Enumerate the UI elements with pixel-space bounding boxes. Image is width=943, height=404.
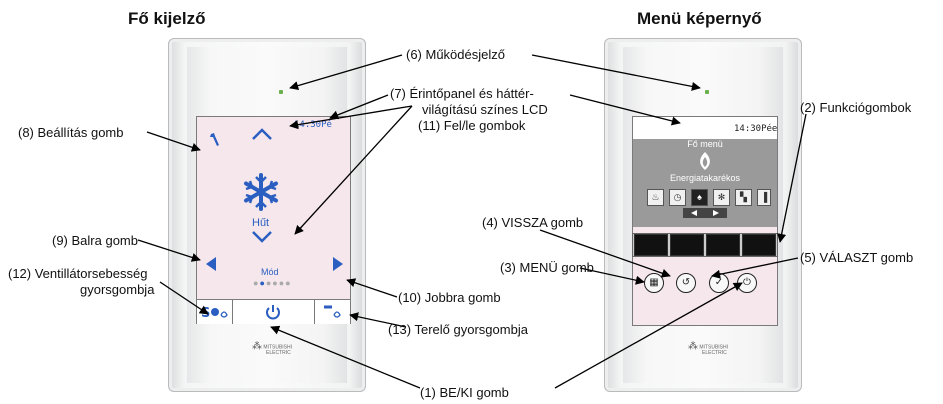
- clock-menu-icon[interactable]: ◷: [669, 189, 686, 206]
- energy-menu-icon[interactable]: ♠: [691, 189, 708, 206]
- menu-screen-title: Menü képernyő: [637, 9, 762, 28]
- label-setting-button: (8) Beállítás gomb: [18, 125, 124, 140]
- menu-icon-1[interactable]: ♨: [647, 189, 664, 206]
- snowflake-icon: [244, 173, 278, 211]
- mode-name: Hűt: [252, 217, 270, 229]
- operation-indicator-led: [279, 90, 283, 94]
- clock-display: 14:30Pé: [294, 120, 332, 130]
- main-display-title: Fő kijelző: [128, 9, 206, 28]
- label-right-button: (10) Jobbra gomb: [398, 290, 501, 305]
- gear-menu-icon[interactable]: ✻: [713, 189, 730, 206]
- energy-saving-icon: [700, 152, 710, 170]
- selected-menu-item: Energiatakarékos: [669, 173, 741, 183]
- function-key-f2[interactable]: [670, 234, 704, 256]
- menu-title: Fő menü: [687, 139, 723, 149]
- select-button[interactable]: ✓: [709, 273, 729, 293]
- return-button[interactable]: ↺: [676, 273, 696, 293]
- fan-icon: S: [201, 306, 228, 321]
- down-button-icon[interactable]: [251, 230, 273, 244]
- label-fan-speed-line1: (12) Ventillátorsebesség: [8, 266, 148, 281]
- svg-text:S: S: [201, 306, 210, 321]
- label-fan-speed-line2: gyorsgombja: [80, 282, 155, 297]
- bottom-button-bar: S: [197, 299, 350, 324]
- main-menu-panel: Fő menü Energiatakarékos ♨ ◷ ♠ ✻ ▚ ▐: [633, 139, 777, 227]
- mode-label: Mód: [261, 267, 279, 277]
- power-icon: [266, 305, 280, 320]
- function-key-f3[interactable]: [706, 234, 740, 256]
- on-off-button[interactable]: ⏻: [737, 273, 757, 293]
- menu-icon-5[interactable]: ▚: [735, 189, 752, 206]
- operation-indicator-led: [705, 90, 709, 94]
- menu-scroll-arrows: [683, 208, 727, 218]
- service-menu-icon[interactable]: ▐: [757, 189, 771, 206]
- clock-display: 14:30Pée: [734, 124, 778, 134]
- label-function-buttons: (2) Funkciógombok: [800, 100, 912, 115]
- page-dots: ●●●●●●: [253, 278, 292, 288]
- label-on-off-button: (1) BE/KI gomb: [420, 385, 509, 400]
- label-select-button: (5) VÁLASZT gomb: [800, 250, 914, 265]
- label-left-button: (9) Balra gomb: [52, 233, 138, 248]
- label-vane-button: (13) Terelő gyorsgombja: [388, 322, 528, 337]
- right-button-icon[interactable]: [332, 256, 344, 272]
- wrench-icon[interactable]: [208, 131, 224, 149]
- menu-lcd-screen: 14:30Pée Fő menü Energiatakarékos ♨ ◷ ♠ …: [632, 116, 778, 326]
- label-lcd-line1: (7) Érintőpanel és háttér-: [390, 86, 534, 101]
- main-lcd-screen: 14:30Pé Hűt Mód ●●●●●● S: [196, 116, 351, 324]
- function-key-f1[interactable]: [634, 234, 668, 256]
- vane-icon: [324, 305, 341, 318]
- fan-speed-quick-button[interactable]: S: [197, 300, 233, 324]
- vane-quick-button[interactable]: [314, 300, 350, 324]
- label-lcd-line2: világítású színes LCD: [422, 102, 548, 117]
- label-operation-indicator: (6) Működésjelző: [406, 47, 505, 62]
- left-button-icon[interactable]: [205, 256, 217, 272]
- up-button-icon[interactable]: [251, 127, 273, 141]
- menu-button[interactable]: ▦: [644, 273, 664, 293]
- label-up-down-buttons: (11) Fel/le gombok: [418, 118, 526, 133]
- label-return-button: (4) VISSZA gomb: [482, 215, 584, 230]
- label-menu-button: (3) MENÜ gomb: [500, 260, 594, 275]
- power-on-off-button[interactable]: [232, 300, 315, 324]
- function-key-f4[interactable]: [742, 234, 776, 256]
